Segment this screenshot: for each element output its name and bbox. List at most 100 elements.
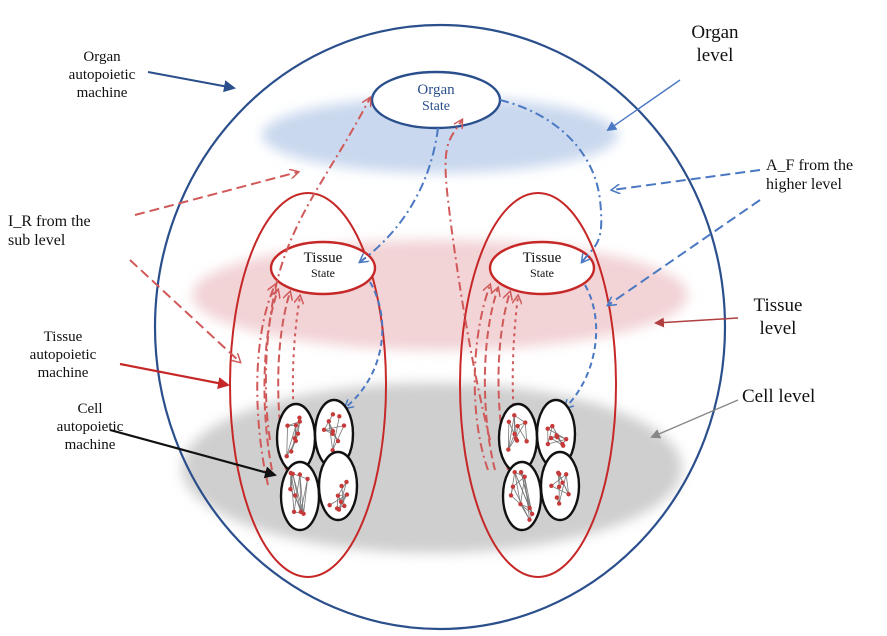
cell-4 bbox=[319, 452, 357, 520]
cell-node bbox=[556, 471, 560, 475]
cell-node bbox=[339, 500, 343, 504]
cell-node bbox=[511, 484, 515, 488]
cell-node bbox=[336, 439, 340, 443]
tissue-state-text-right: Tissue State bbox=[492, 250, 592, 281]
cell-node bbox=[527, 506, 531, 510]
cell-node bbox=[337, 507, 341, 511]
cell-node bbox=[299, 510, 303, 514]
cell-node bbox=[339, 484, 343, 488]
organ-machine-line3: machine bbox=[42, 84, 162, 102]
cell-node bbox=[289, 449, 293, 453]
cell-node bbox=[331, 429, 335, 433]
cell-outline bbox=[281, 462, 319, 530]
cell-node bbox=[560, 481, 564, 485]
cell-node bbox=[342, 423, 346, 427]
organ-level-line2: level bbox=[660, 45, 770, 68]
cell-level-pointer bbox=[652, 400, 738, 437]
cell-node bbox=[546, 442, 550, 446]
cell-node bbox=[527, 518, 531, 522]
cell-node bbox=[557, 501, 561, 505]
ir-sub-line2: sub level bbox=[8, 231, 91, 250]
cell-machine-line1: Cell bbox=[40, 400, 140, 418]
organ-machine-label: Organ autopoietic machine bbox=[42, 48, 162, 102]
cell-node bbox=[336, 494, 340, 498]
cell-node bbox=[512, 470, 516, 474]
cell-node bbox=[550, 424, 554, 428]
af-higher-line2: higher level bbox=[766, 175, 853, 194]
cell-node bbox=[512, 432, 516, 436]
cell-node bbox=[293, 436, 297, 440]
cell-node bbox=[344, 480, 348, 484]
organ-state-text: Organ State bbox=[376, 82, 496, 115]
cell-node bbox=[506, 447, 510, 451]
cell-node bbox=[297, 415, 301, 419]
cell-node bbox=[509, 493, 513, 497]
cell-4 bbox=[541, 452, 579, 520]
cell-node bbox=[288, 487, 292, 491]
cell-node bbox=[564, 472, 568, 476]
cell-node bbox=[523, 420, 527, 424]
cell-level-label: Cell level bbox=[742, 386, 815, 409]
cell-node bbox=[296, 432, 300, 436]
cell-node bbox=[555, 495, 559, 499]
organ-level-pointer bbox=[608, 80, 680, 130]
organ-machine-line2: autopoietic bbox=[42, 66, 162, 84]
tissue-machine-line1: Tissue bbox=[8, 328, 118, 346]
cell-node bbox=[305, 477, 309, 481]
cell-node bbox=[530, 512, 534, 516]
cell-node bbox=[293, 493, 297, 497]
cell-node bbox=[549, 484, 553, 488]
cell-node bbox=[515, 424, 519, 428]
cell-node bbox=[546, 427, 550, 431]
organ-state-sub: State bbox=[376, 99, 496, 115]
tissue-level-line2: level bbox=[738, 318, 818, 341]
cell-node bbox=[337, 414, 341, 418]
cell-node bbox=[519, 470, 523, 474]
tissue-state-text-left: Tissue State bbox=[273, 250, 373, 281]
cell-node bbox=[566, 492, 570, 496]
organ-level-label: Organ level bbox=[660, 22, 770, 68]
cell-node bbox=[327, 503, 331, 507]
cell-node bbox=[298, 419, 302, 423]
cell-node bbox=[345, 492, 349, 496]
cell-node bbox=[549, 436, 553, 440]
cell-3 bbox=[503, 462, 541, 530]
cell-machine-line2: autopoietic bbox=[40, 418, 140, 436]
cell-node bbox=[294, 423, 298, 427]
cell-node bbox=[292, 510, 296, 514]
cell-node bbox=[298, 472, 302, 476]
af-higher-label: A_F from the higher level bbox=[766, 156, 853, 194]
tissue-state-right-title: Tissue bbox=[492, 250, 592, 267]
cell-node bbox=[512, 413, 516, 417]
cell-node bbox=[515, 438, 519, 442]
tissue-machine-pointer bbox=[120, 364, 228, 385]
tissue-machine-line3: machine bbox=[8, 364, 118, 382]
ir-sub-label: I_R from the sub level bbox=[8, 212, 91, 250]
cell-node bbox=[561, 443, 565, 447]
organ-state-title: Organ bbox=[376, 82, 496, 99]
cell-node bbox=[342, 504, 346, 508]
cell-node bbox=[522, 475, 526, 479]
cell-node bbox=[564, 437, 568, 441]
cell-machine-line3: machine bbox=[40, 436, 140, 454]
cell-machine-label: Cell autopoietic machine bbox=[40, 400, 140, 454]
cell-node bbox=[507, 420, 511, 424]
af-higher-line1: A_F from the bbox=[766, 156, 853, 175]
cell-level-line1: Cell level bbox=[742, 386, 815, 409]
tissue-state-left-sub: State bbox=[273, 267, 373, 281]
cell-node bbox=[327, 419, 331, 423]
ir-sub-line1: I_R from the bbox=[8, 212, 91, 231]
tissue-level-line1: Tissue bbox=[738, 295, 818, 318]
tissue-level-label: Tissue level bbox=[738, 295, 818, 341]
cell-node bbox=[322, 428, 326, 432]
cell-node bbox=[524, 439, 528, 443]
cell-node bbox=[554, 433, 558, 437]
cell-node bbox=[557, 485, 561, 489]
cell-node bbox=[285, 424, 289, 428]
cell-3 bbox=[281, 462, 319, 530]
tissue-machine-line2: autopoietic bbox=[8, 346, 118, 364]
cell-node bbox=[331, 412, 335, 416]
tissue-machine-label: Tissue autopoietic machine bbox=[8, 328, 118, 382]
cell-node bbox=[518, 502, 522, 506]
